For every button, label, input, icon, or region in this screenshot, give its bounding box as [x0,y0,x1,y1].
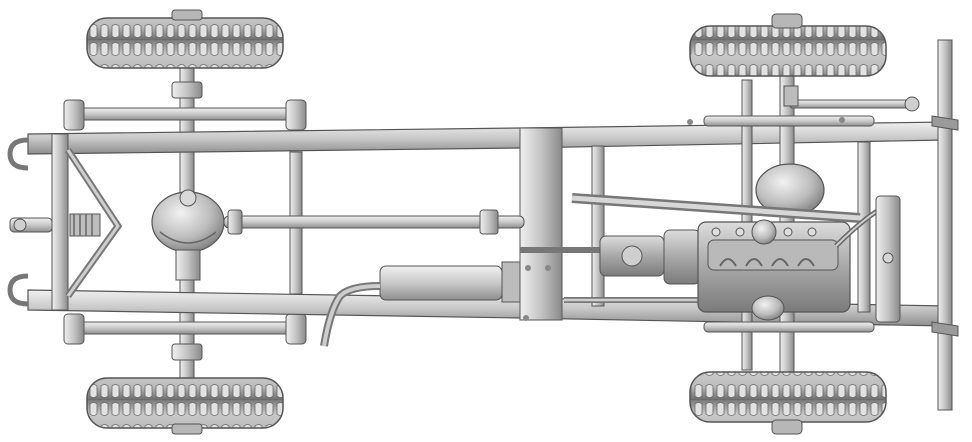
frame [7,39,959,411]
driveshaft [223,209,525,235]
tow-hitch [9,213,101,237]
engine [697,203,888,321]
rear-leaf-springs [63,99,307,345]
transmission [599,229,701,285]
muffler [320,261,521,347]
radiator [875,195,901,323]
rear-right-tire [86,377,284,435]
front-left-tire [689,13,887,77]
torque-strut [571,193,861,223]
front-right-tire [689,371,887,435]
front-leaf-springs [703,115,875,333]
rear-left-tire [86,9,284,69]
crossmember-bolts [523,117,845,321]
